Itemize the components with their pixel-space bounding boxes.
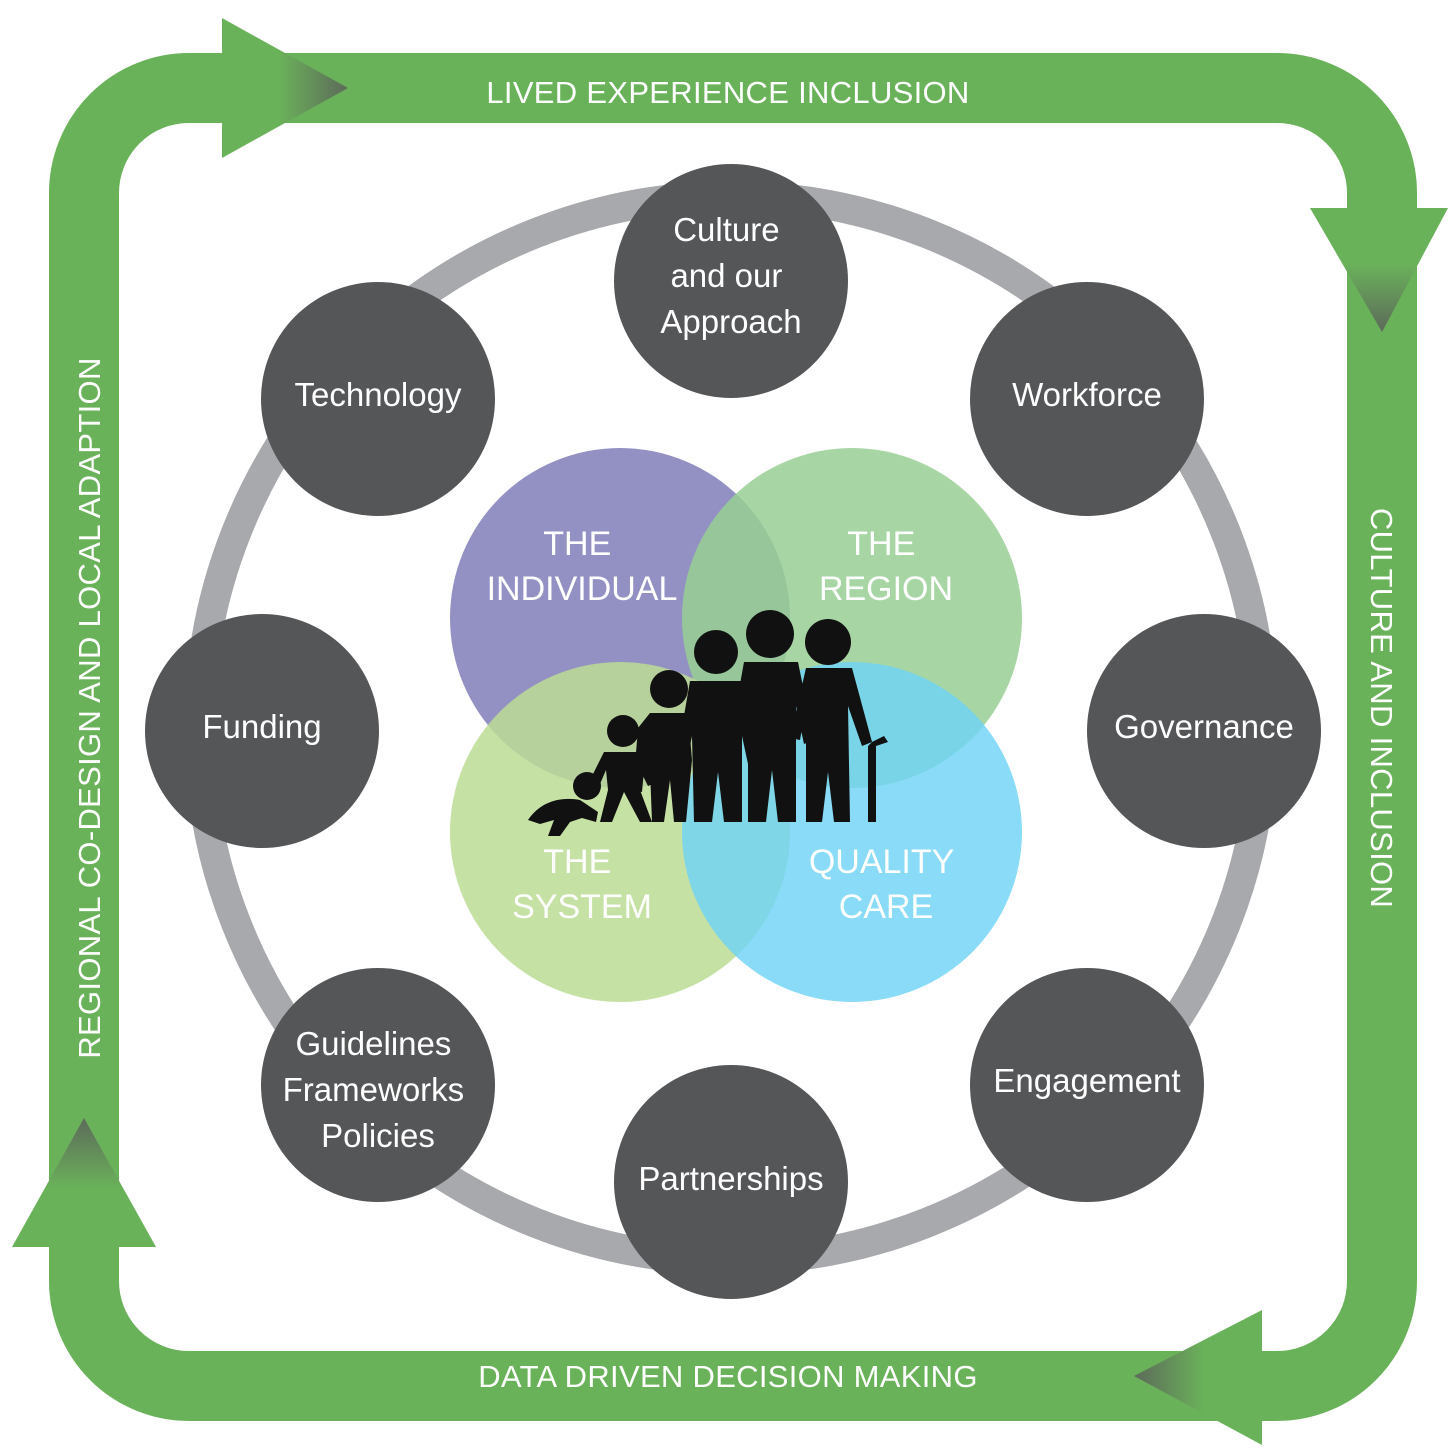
node-circle [614,164,848,398]
node-label: Technology [295,376,462,413]
node-label: Culture and our Approach [660,211,801,340]
node-circle [970,282,1204,516]
venn-label-line: SYSTEM [512,888,652,926]
node-circle [145,614,379,848]
venn-label-system: THE SYSTEM [512,843,652,926]
frame-label-left: REGIONAL CO-DESIGN AND LOCAL ADAPTION [72,357,107,1058]
node-technology: Technology [261,282,495,516]
venn-label-line: QUALITY [809,843,954,881]
venn-label-line: THE [847,525,915,563]
node-label-line: Culture [673,211,779,248]
frame-label-bottom: DATA DRIVEN DECISION MAKING [478,1359,978,1394]
node-workforce: Workforce [970,282,1204,516]
node-label-line: Policies [321,1117,435,1154]
venn-label-individual: THE INDIVIDUAL [487,525,678,608]
node-circle [261,282,495,516]
node-label: Partnerships [638,1160,823,1197]
node-culture: Culture and our Approach [614,164,848,398]
arrow-head-icon [1134,1310,1262,1445]
venn-label-line: CARE [839,888,933,926]
node-label-line: and our [670,257,782,294]
node-label-line: Guidelines [295,1025,451,1062]
outer-frame: LIVED EXPERIENCE INCLUSION CULTURE AND I… [12,18,1448,1445]
frame-label-top: LIVED EXPERIENCE INCLUSION [486,75,969,110]
node-engagement: Engagement [970,968,1204,1202]
node-label: Funding [202,708,321,745]
node-label-line: Frameworks [283,1071,465,1108]
node-label: Engagement [993,1062,1180,1099]
node-funding: Funding [145,614,379,848]
node-circle [614,1065,848,1299]
node-circle [970,968,1204,1202]
node-label-line: Approach [660,303,801,340]
node-label: Guidelines Frameworks Policies [283,1025,474,1154]
node-circle [1087,614,1321,848]
arrow-head-icon [1310,208,1448,332]
frame-label-right: CULTURE AND INCLUSION [1364,508,1399,908]
node-label: Workforce [1012,376,1162,413]
venn-label-line: THE [543,843,611,881]
frame-band [49,53,1417,1421]
node-label: Governance [1114,708,1294,745]
node-guidelines: Guidelines Frameworks Policies [261,968,495,1202]
venn-label-region: THE REGION [819,525,953,608]
arrow-head-icon [222,18,348,158]
venn-label-quality-care: QUALITY CARE [809,843,963,926]
venn-label-line: THE [543,525,611,563]
arrow-head-icon [12,1118,156,1247]
node-partnerships: Partnerships [614,1065,848,1299]
node-governance: Governance [1087,614,1321,848]
node-circle [261,968,495,1202]
family-generations-icon [528,610,888,836]
venn-label-line: REGION [819,570,953,608]
venn-label-line: INDIVIDUAL [487,570,678,608]
